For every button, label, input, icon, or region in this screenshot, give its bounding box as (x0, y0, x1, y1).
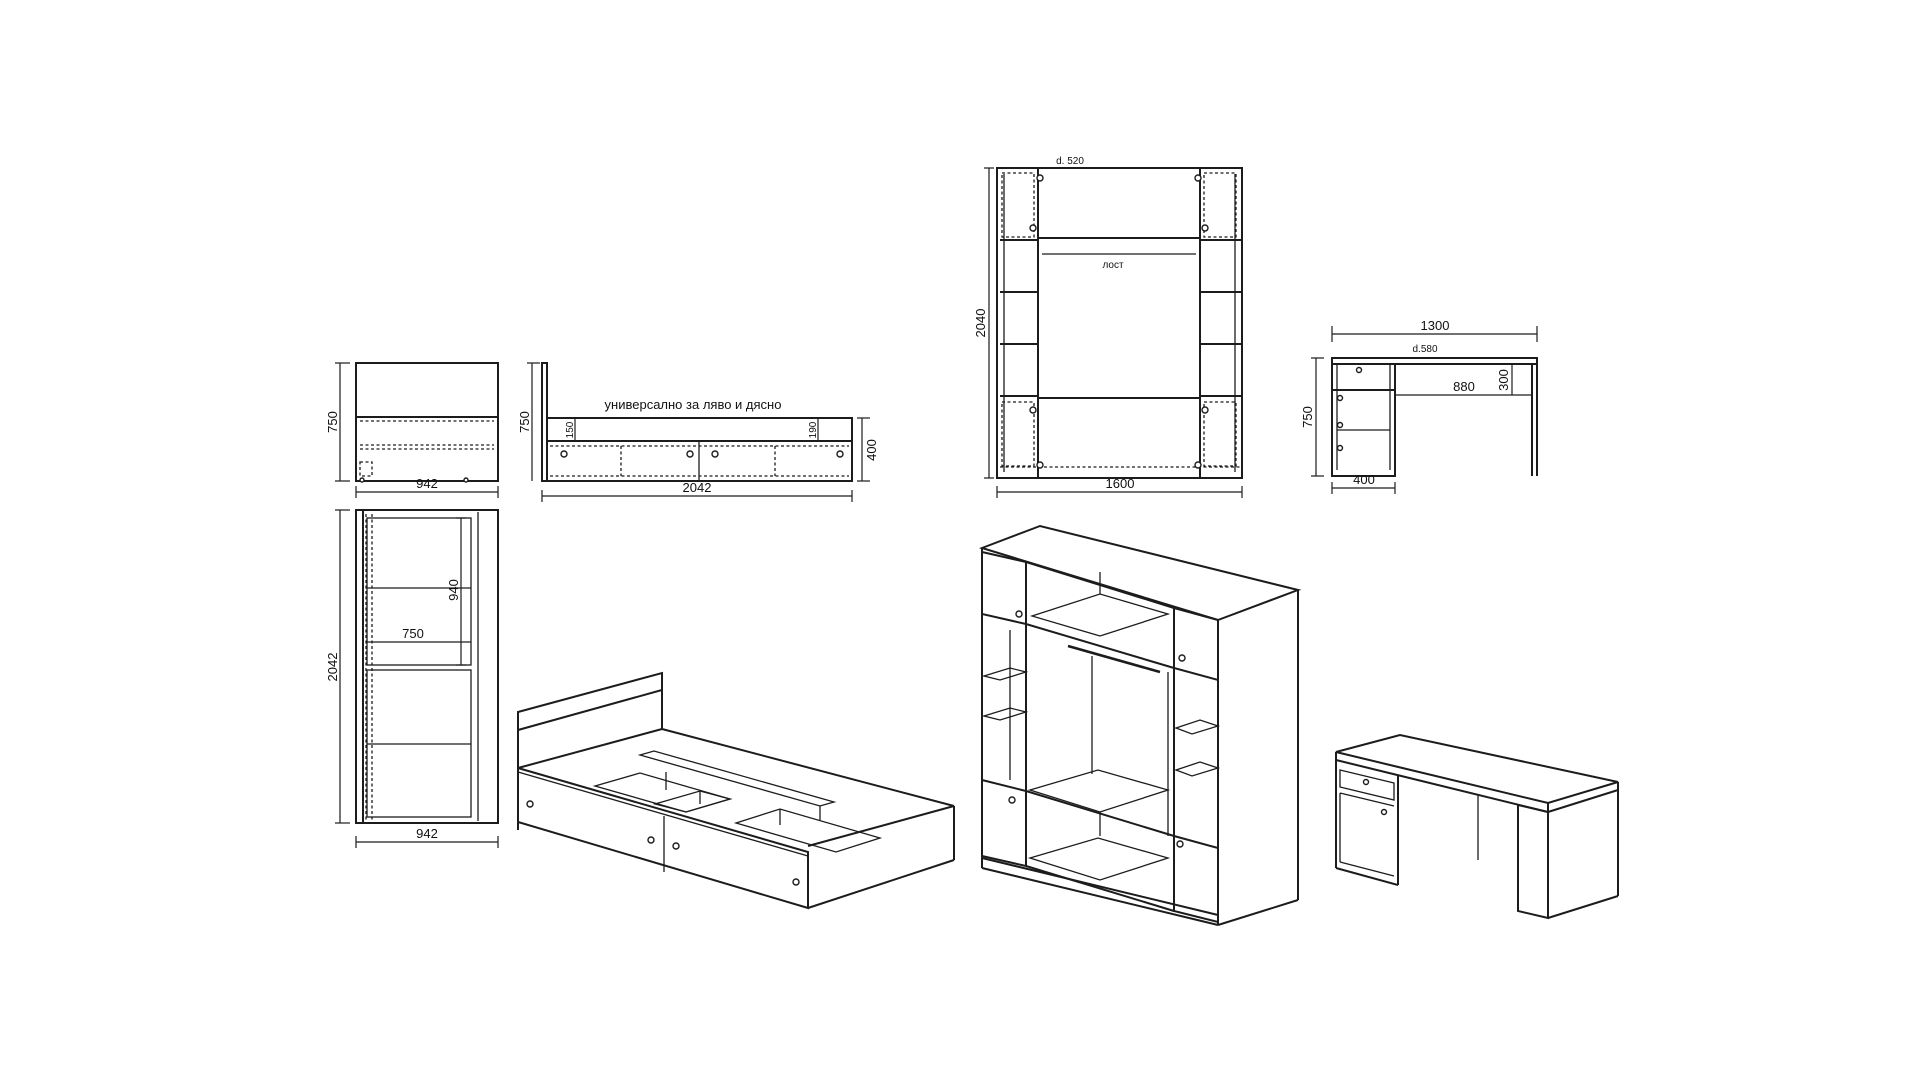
bed-side-height-label: 750 (517, 411, 532, 433)
bed-inner-width-label: 750 (402, 626, 424, 641)
desk-width-label: 1300 (1421, 318, 1450, 333)
wardrobe-depth-label: d. 520 (1056, 156, 1084, 167)
wardrobe-isometric (978, 524, 1302, 926)
desk-isometric (1335, 733, 1619, 920)
desk-pedestal-label: 400 (1353, 472, 1375, 487)
desk-front-view: 1300 d.580 880 300 750 400 (1300, 318, 1538, 494)
bed-front-width-label: 942 (416, 476, 438, 491)
bed-front-view: 750 942 (325, 362, 499, 498)
bed-side-length-label: 2042 (683, 480, 712, 495)
wardrobe-width-label: 1600 (1106, 476, 1135, 491)
bed-front-height-label: 750 (325, 411, 340, 433)
bed-side-view: универсално за ляво и дясно 750 150 190 … (517, 362, 879, 502)
bed-rail-height-label: 190 (808, 421, 819, 438)
desk-depth-label: d.580 (1412, 344, 1437, 355)
bed-side-total-height-label: 400 (864, 439, 879, 461)
bed-isometric (517, 671, 955, 910)
bed-side-note: универсално за ляво и дясно (605, 397, 782, 412)
desk-kneehole-label: 880 (1453, 379, 1475, 394)
wardrobe-height-label: 2040 (973, 309, 988, 338)
bed-top-width-label: 942 (416, 826, 438, 841)
wardrobe-front-view: d. 520 лост 2040 1600 (973, 156, 1243, 498)
bed-top-view: 940 750 2042 942 (325, 509, 499, 848)
bed-inner-height-label: 940 (446, 579, 461, 601)
bed-top-length-label: 2042 (325, 653, 340, 682)
desk-height-label: 750 (1300, 406, 1315, 428)
bed-drawer-height-label: 150 (565, 421, 576, 438)
desk-drawer-clearance-label: 300 (1496, 369, 1511, 391)
wardrobe-rod-label: лост (1102, 260, 1124, 271)
